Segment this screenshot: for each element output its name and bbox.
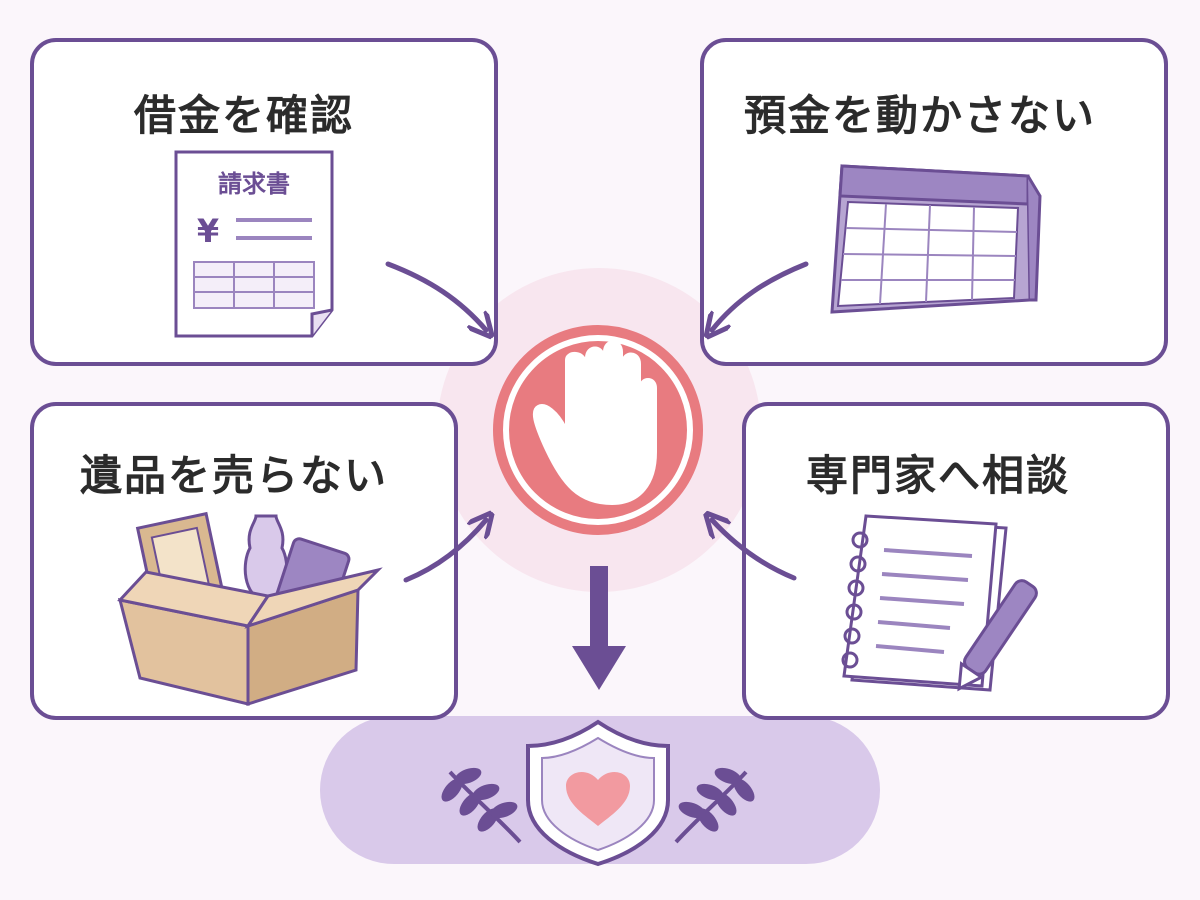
invoice-icon: 請求書 ¥ <box>174 150 334 338</box>
panel-title-consult-expert: 専門家へ相談 <box>806 451 1071 500</box>
laurel-right-icon <box>674 767 755 844</box>
arrow-from-bottom-right <box>712 520 797 581</box>
box-of-belongings-icon <box>117 511 383 707</box>
arrow-from-bottom-left <box>403 520 486 583</box>
panel-title-check-debt: 借金を確認 <box>134 91 355 140</box>
yen-symbol: ¥ <box>197 212 219 250</box>
stop-hand-icon <box>493 325 703 535</box>
laurel-left-icon <box>441 767 522 844</box>
panel-title-dont-sell-belongings: 遺品を売らない <box>80 451 389 500</box>
arrow-from-top-right <box>712 261 809 330</box>
panel-dont-sell-belongings: 遺品を売らない <box>30 402 458 720</box>
panel-title-keep-deposits: 預金を動かさない <box>744 91 1097 140</box>
calendar-icon <box>830 164 1042 314</box>
arrow-from-top-left <box>385 261 486 330</box>
arrow-down-to-result <box>572 566 626 690</box>
invoice-label: 請求書 <box>218 170 290 198</box>
shield-heart-icon <box>526 719 670 867</box>
notebook-pen-icon <box>841 514 1038 692</box>
